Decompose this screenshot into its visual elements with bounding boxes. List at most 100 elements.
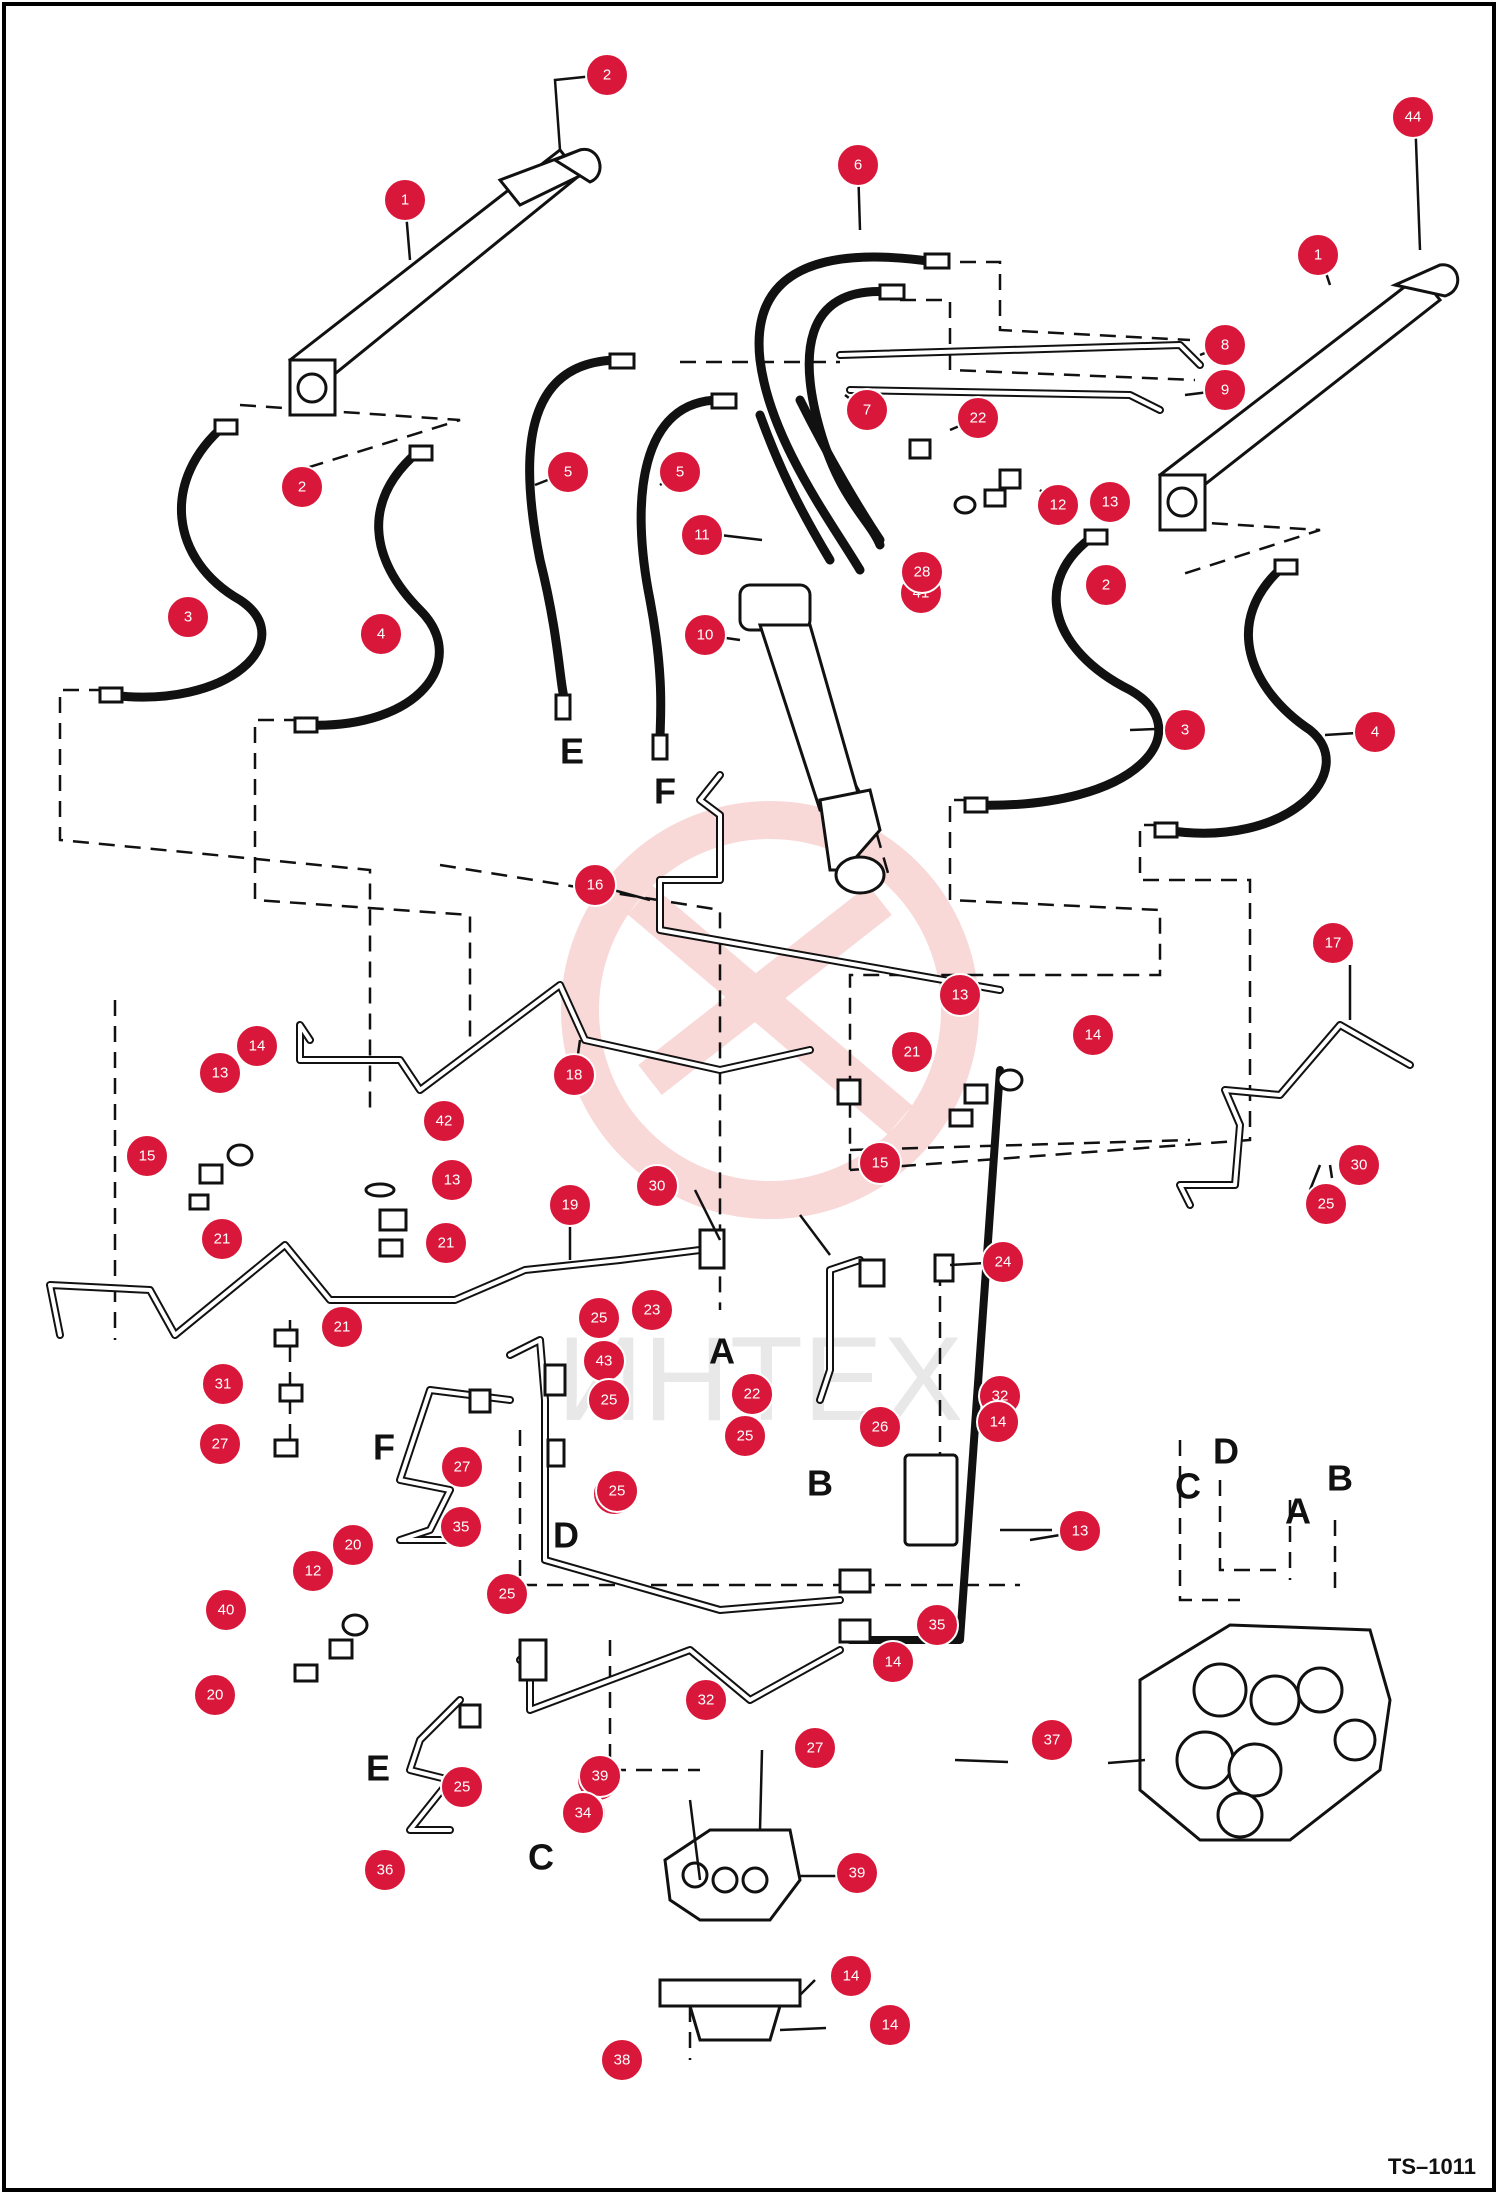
callout-14: 14 (976, 1400, 1020, 1444)
callout-bubble (1203, 368, 1247, 412)
callout-number: 25 (609, 1483, 626, 1500)
callout-bubble (635, 1164, 679, 1208)
callout-bubble (858, 1141, 902, 1185)
callout-25: 25 (587, 1378, 631, 1422)
callout-bubble (585, 53, 629, 97)
callout-22: 22 (956, 396, 1000, 440)
callout-number: 1 (401, 192, 409, 209)
callout-16: 16 (573, 863, 617, 907)
callout-number: 5 (676, 464, 684, 481)
callout-bubble (658, 450, 702, 494)
callout-number: 26 (872, 1419, 889, 1436)
callout-2: 2 (1084, 563, 1128, 607)
callout-27: 27 (198, 1422, 242, 1466)
callout-number: 2 (603, 67, 611, 84)
port-letter-D-mid: D (553, 1515, 579, 1556)
callout-number: 1 (1314, 247, 1322, 264)
callout-bubble (573, 863, 617, 907)
callout-19: 19 (548, 1183, 592, 1227)
callout-number: 9 (1221, 382, 1229, 399)
callout-39: 39 (835, 1851, 879, 1895)
callout-number: 4 (1371, 724, 1379, 741)
callout-number: 25 (454, 1779, 471, 1796)
callout-43: 43 (582, 1339, 626, 1383)
callout-30: 30 (635, 1164, 679, 1208)
callout-number: 17 (1325, 935, 1342, 952)
callout-bubble (1088, 480, 1132, 524)
callout-number: 12 (305, 1563, 322, 1580)
callout-number: 27 (212, 1436, 229, 1453)
callout-bubble (198, 1051, 242, 1095)
steel-tubes (46, 341, 1414, 1834)
callout-number: 30 (649, 1178, 666, 1195)
callout-number: 25 (499, 1586, 516, 1603)
callout-bubble (683, 613, 727, 657)
callout-25: 25 (1304, 1182, 1348, 1226)
callout-number: 39 (849, 1865, 866, 1882)
callout-number: 12 (1050, 497, 1067, 514)
callout-13: 13 (1088, 480, 1132, 524)
callout-bubble (829, 1954, 873, 1998)
callout-4: 4 (359, 612, 403, 656)
callout-number: 25 (601, 1392, 618, 1409)
port-letter-A-valve: A (1285, 1491, 1311, 1532)
callout-bubble (868, 2003, 912, 2047)
callout-bubble (1353, 710, 1397, 754)
port-letter-B-valve: B (1327, 1458, 1353, 1499)
callout-17: 17 (1311, 921, 1355, 965)
callout-bubble (440, 1765, 484, 1809)
callout-24: 24 (981, 1240, 1025, 1284)
callout-14: 14 (1071, 1013, 1115, 1057)
callout-28: 28 (900, 550, 944, 594)
callout-number: 7 (863, 402, 871, 419)
callout-14: 14 (235, 1024, 279, 1068)
callout-number: 22 (744, 1386, 761, 1403)
callout-number: 42 (436, 1113, 453, 1130)
callout-bubble (890, 1030, 934, 1074)
callout-bubble (1311, 921, 1355, 965)
callout-bubble (723, 1414, 767, 1458)
callout-13: 13 (198, 1051, 242, 1095)
callout-30: 30 (1337, 1143, 1381, 1187)
callout-bubble (166, 595, 210, 639)
callout-32: 32 (684, 1678, 728, 1722)
callout-13: 13 (430, 1158, 474, 1202)
callout-21: 21 (424, 1221, 468, 1265)
callout-number: 20 (207, 1687, 224, 1704)
callout-10: 10 (683, 613, 727, 657)
callout-bubble (845, 388, 889, 432)
callout-25: 25 (595, 1469, 639, 1513)
callout-number: 25 (591, 1310, 608, 1327)
callout-14: 14 (868, 2003, 912, 2047)
callout-number: 25 (737, 1428, 754, 1445)
callout-bubble (440, 1445, 484, 1489)
callout-number: 4 (377, 626, 385, 643)
callout-number: 20 (345, 1537, 362, 1554)
callout-20: 20 (331, 1523, 375, 1567)
callout-number: 36 (377, 1862, 394, 1879)
callout-number: 38 (614, 2052, 631, 2069)
port-letter-C-low: C (528, 1837, 554, 1878)
callout-number: 44 (1405, 109, 1422, 126)
callout-bubble (835, 1851, 879, 1895)
callout-number: 11 (694, 527, 710, 544)
callout-bubble (198, 1422, 242, 1466)
callout-bubble (1203, 323, 1247, 367)
callout-bubble (871, 1640, 915, 1684)
callout-bubble (938, 973, 982, 1017)
callout-bubble (422, 1099, 466, 1143)
callout-25: 25 (577, 1296, 621, 1340)
callout-number: 14 (885, 1654, 902, 1671)
callout-number: 23 (644, 1302, 661, 1319)
callout-bubble (858, 1405, 902, 1449)
callout-number: 40 (218, 1602, 235, 1619)
callout-bubble (359, 612, 403, 656)
callout-25: 25 (723, 1414, 767, 1458)
callout-number: 15 (872, 1155, 889, 1172)
callout-11: 11 (680, 513, 724, 557)
callout-number: 35 (453, 1519, 470, 1536)
callout-bubble (836, 143, 880, 187)
right-boom-cylinder (1157, 263, 1460, 532)
